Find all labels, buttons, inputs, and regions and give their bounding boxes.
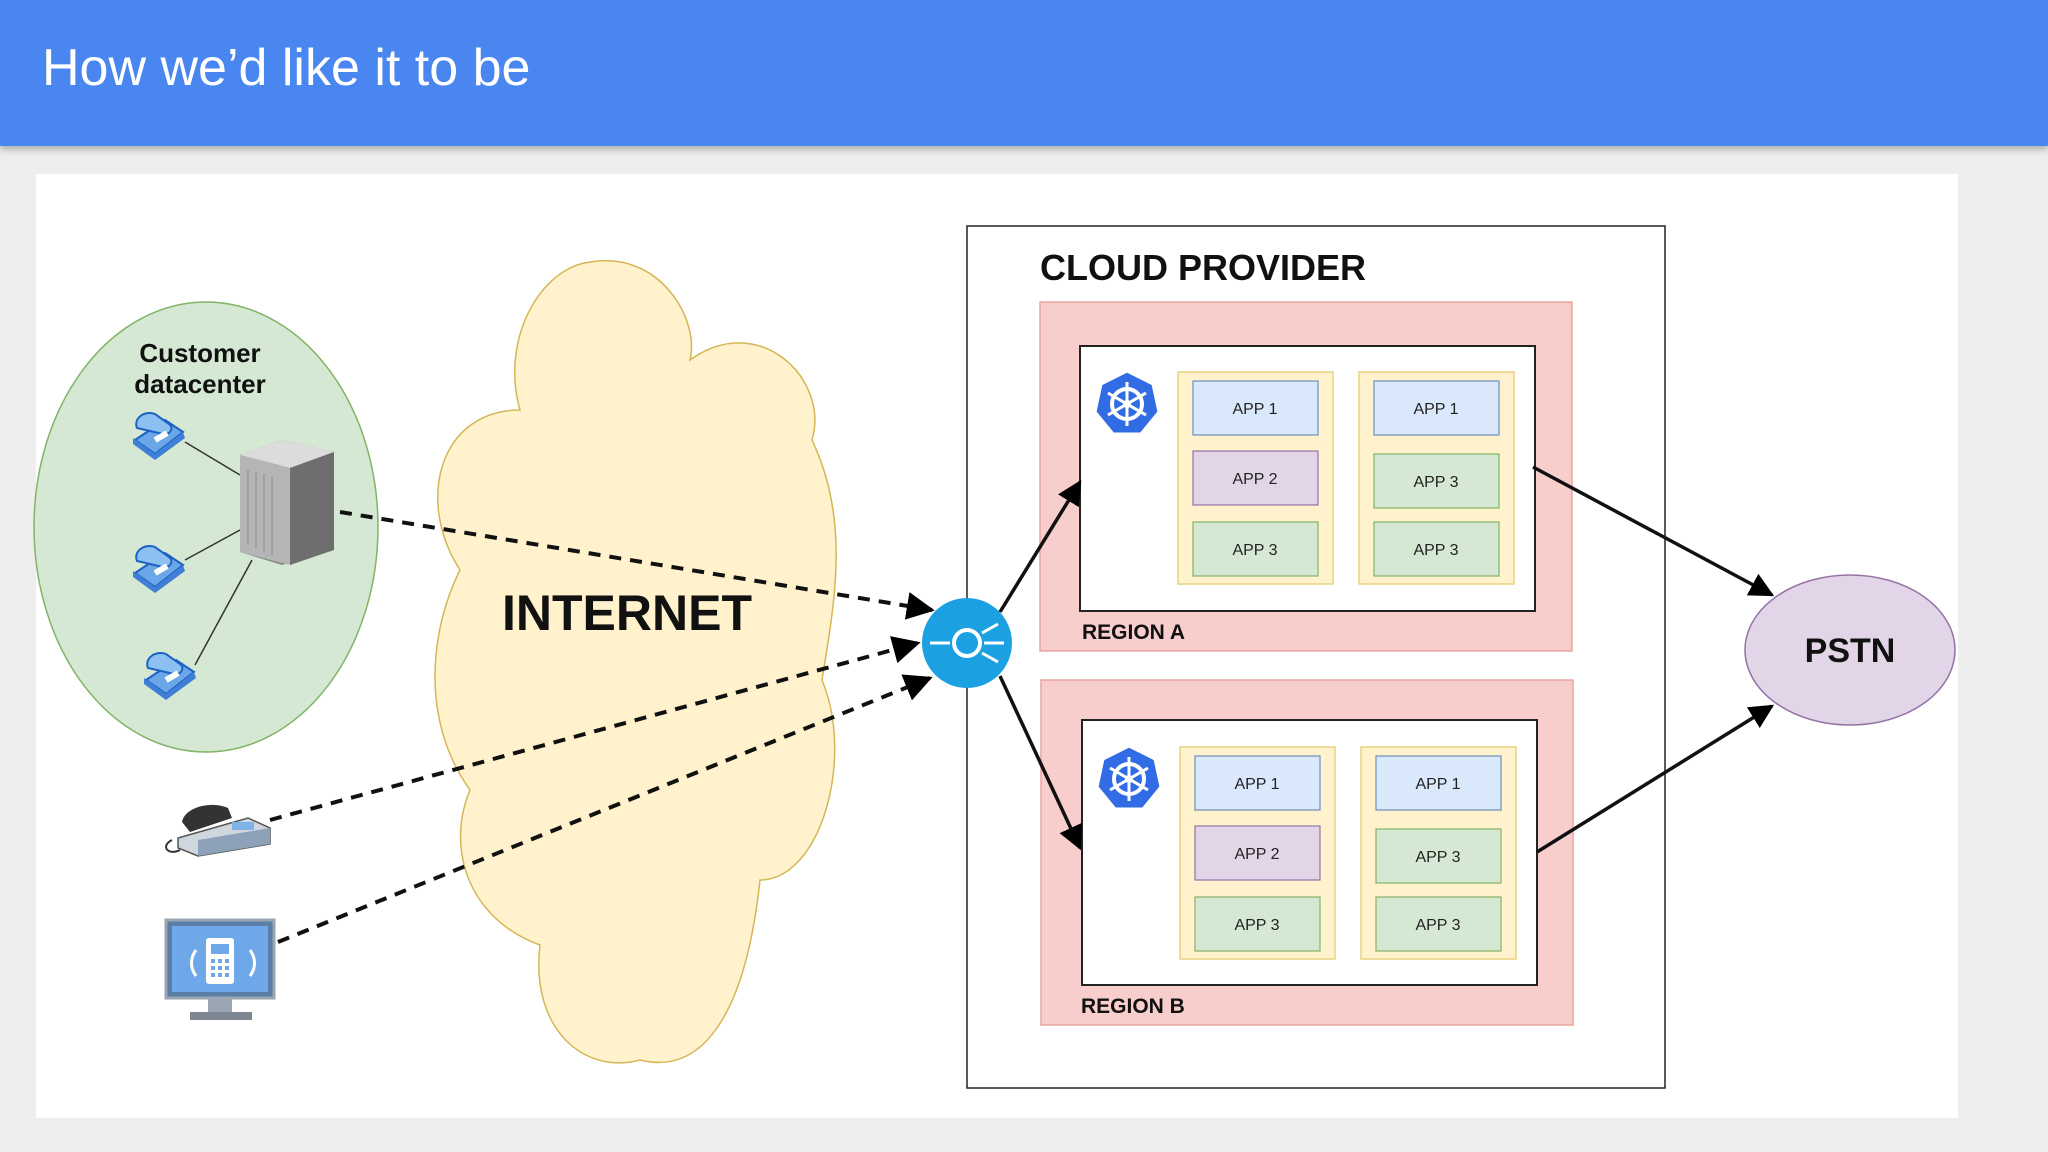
internet-cloud <box>434 259 837 1064</box>
region-a: REGION A APP 1 APP 2 APP 3 APP 1 APP 3 A… <box>1039 301 1573 652</box>
desk-phone-icon <box>165 804 271 857</box>
routing-arrows <box>998 465 1775 854</box>
app-box <box>1194 825 1321 881</box>
region-b-to-pstn-arrow <box>1536 704 1775 854</box>
region-a-label: REGION A <box>1082 621 1185 644</box>
app-box <box>1375 828 1502 884</box>
app-label: APP 1 <box>1413 401 1458 418</box>
app-box <box>1375 896 1502 952</box>
app-box <box>1192 450 1319 506</box>
lb-to-region-a-arrow <box>998 479 1082 613</box>
app-box <box>1375 755 1502 811</box>
app-box <box>1373 521 1500 577</box>
server-icon <box>240 440 334 565</box>
app-label: APP 3 <box>1413 542 1458 559</box>
pstn-label: PSTN <box>1805 632 1896 670</box>
app-label: APP 3 <box>1232 542 1277 559</box>
datacenter-label-line2: datacenter <box>134 369 266 399</box>
load-balancer-icon <box>922 598 1012 688</box>
app-label: APP 3 <box>1415 917 1460 934</box>
region-b: REGION B APP 1 APP 2 APP 3 APP 1 APP 3 A… <box>1040 679 1574 1026</box>
app-box <box>1192 380 1319 436</box>
app-box <box>1194 896 1321 952</box>
app-label: APP 2 <box>1232 471 1277 488</box>
internet-connections <box>269 510 935 944</box>
app-box <box>1373 380 1500 436</box>
app-label: APP 1 <box>1232 401 1277 418</box>
region-b-label: REGION B <box>1081 995 1185 1018</box>
app-label: APP 3 <box>1234 917 1279 934</box>
app-label: APP 2 <box>1234 846 1279 863</box>
datacenter-to-lb-line <box>339 510 935 620</box>
slide-title: How we’d like it to be <box>42 39 531 97</box>
app-box <box>1373 453 1500 509</box>
softphone-monitor-icon <box>164 918 276 1020</box>
app-label: APP 1 <box>1234 776 1279 793</box>
app-label: APP 1 <box>1415 776 1460 793</box>
pstn-ellipse <box>1744 574 1956 726</box>
app-label: APP 3 <box>1413 474 1458 491</box>
deskphone-to-lb-line <box>269 636 921 822</box>
slide-header: How we’d like it to be <box>0 0 2048 146</box>
datacenter-label-line1: Customer <box>139 338 260 368</box>
datacenter-links <box>184 441 253 666</box>
internet-label: INTERNET <box>502 585 752 641</box>
cloud-provider-label: CLOUD PROVIDER <box>1040 247 1366 288</box>
app-box <box>1192 521 1319 577</box>
lb-to-region-b-arrow <box>998 675 1082 851</box>
region-a-to-pstn-arrow <box>1532 465 1775 597</box>
customer-datacenter-ellipse <box>33 301 379 753</box>
app-label: APP 3 <box>1415 849 1460 866</box>
app-box <box>1194 755 1321 811</box>
